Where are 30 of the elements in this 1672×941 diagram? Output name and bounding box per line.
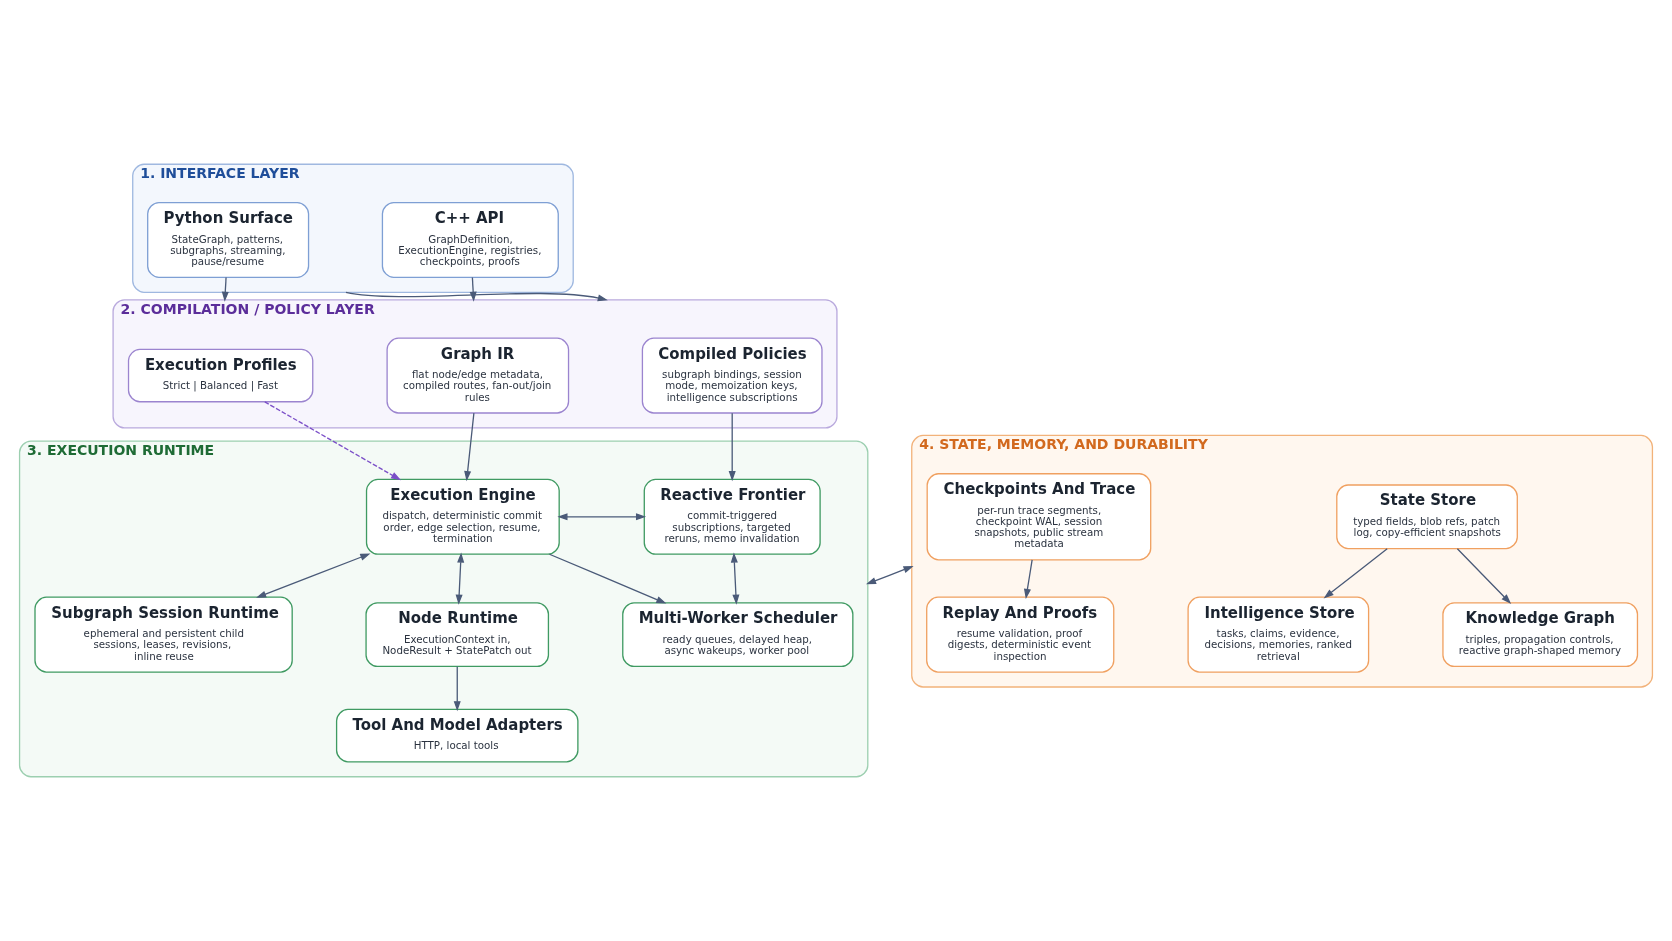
node-box: C++ API GraphDefinition, ExecutionEngine, registries, checkpoints, proofs bbox=[381, 201, 559, 279]
node-box: Compiled Policies subgraph bindings, session mode, memoization keys, intelligence subscriptions bbox=[641, 337, 823, 414]
node-box: Execution Engine dispatch, deterministic commit order, edge selection, resume, termination bbox=[365, 478, 560, 555]
node-box: Execution Profiles Strict | Balanced | Fast bbox=[127, 348, 314, 403]
node-box: Graph IR flat node/edge metadata, compiled routes, fan-out/join rules bbox=[386, 337, 570, 414]
node-box: Node Runtime ExecutionContext in, NodeResult + StatePatch out bbox=[365, 602, 550, 668]
arrow bbox=[730, 552, 740, 605]
node-box: Knowledge Graph triples, propagation controls, reactive graph-shaped memory bbox=[1442, 602, 1639, 668]
arrow bbox=[865, 566, 914, 585]
node-box: Reactive Frontier commit-triggered subscriptions, targeted reruns, memo invalidation bbox=[643, 478, 821, 555]
node-box: Intelligence Store tasks, claims, evidence, decisions, memories, ranked retrieval bbox=[1187, 596, 1370, 673]
arrow bbox=[453, 666, 461, 712]
node-box: State Store typed fields, blob refs, patch log, copy-efficient snapshots bbox=[1336, 484, 1518, 550]
node-box: Subgraph Session Runtime ephemeral and persistent child sessions, leases, revisions, inline reuse bbox=[34, 596, 293, 673]
arrow bbox=[264, 401, 402, 481]
node-box: Multi-Worker Scheduler ready queues, delayed heap, async wakeups, worker pool bbox=[622, 602, 854, 668]
arrow bbox=[455, 552, 465, 605]
node-box: Python Surface StateGraph, patterns, subgraphs, streaming, pause/resume bbox=[147, 201, 310, 279]
arrow bbox=[1323, 548, 1388, 599]
arrow bbox=[221, 276, 229, 302]
arrow bbox=[464, 412, 475, 482]
node-box: Checkpoints And Trace per-run trace segments, checkpoint WAL, session snapshots, public stream metadata bbox=[926, 473, 1152, 561]
arrow bbox=[548, 553, 667, 604]
arrow bbox=[1023, 559, 1033, 600]
arrow bbox=[256, 553, 371, 598]
node-box: Replay And Proofs resume validation, proof digests, deterministic event inspection bbox=[926, 596, 1115, 673]
node-box: Tool And Model Adapters HTTP, local tools bbox=[335, 708, 579, 763]
arrow bbox=[557, 513, 647, 521]
arrow bbox=[728, 412, 736, 482]
arrow bbox=[1456, 548, 1512, 604]
